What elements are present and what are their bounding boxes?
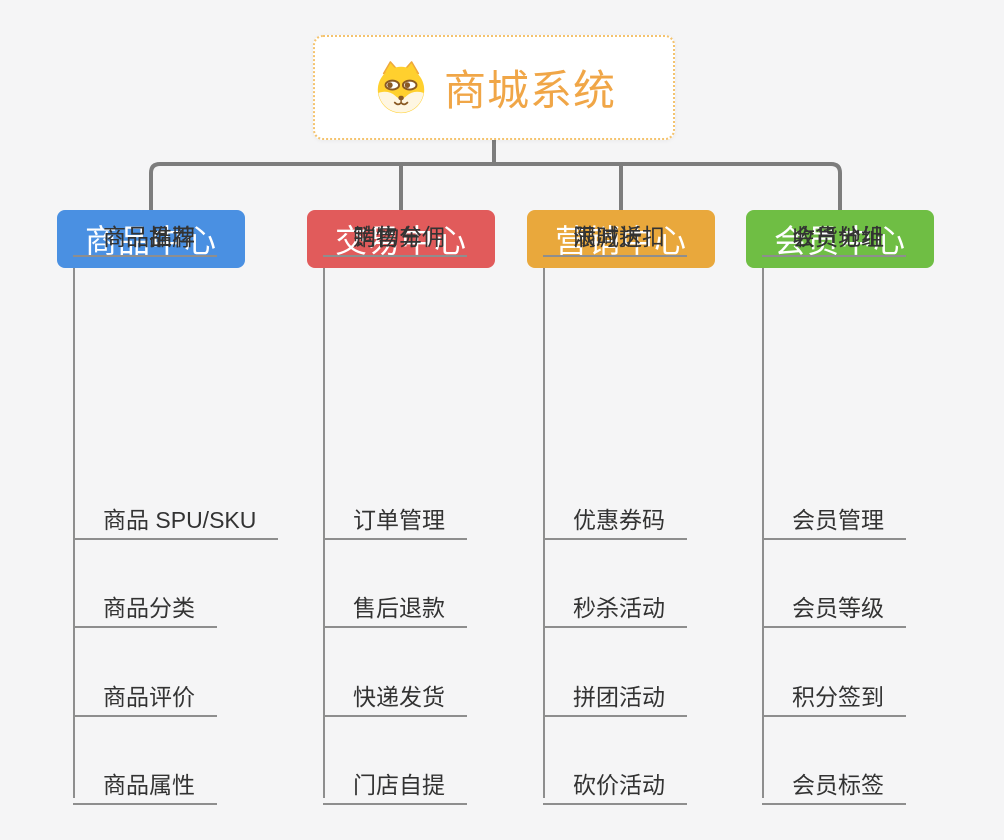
leaf-node[interactable]: 销售分佣 [323,210,467,257]
leaf-node[interactable]: 会员标签 [762,758,906,805]
branch-node-product[interactable]: 商品中心 [57,210,245,268]
dog-face-icon [377,60,425,113]
leaf-node[interactable]: 商品品牌 [73,210,217,257]
leaf-node[interactable]: 优惠券码 [543,493,687,540]
root-node[interactable]: 商城系统 [313,35,675,140]
leaf-node[interactable]: 售后退款 [323,581,467,628]
leaf-node[interactable]: 商品属性 [73,758,217,805]
branch-node-member[interactable]: 会员中心 [746,210,934,268]
branch-node-trade[interactable]: 交易中心 [307,210,495,268]
branch-column-trade: 交易中心 订单管理 售后退款 快递发货 门店自提 购物车 销售分佣 [307,210,547,810]
branch-column-product: 商品中心 商品 SPU/SKU 商品分类 商品评价 商品属性 商品推荐 商品品牌 [57,210,297,810]
leaf-node[interactable]: 快递发货 [323,670,467,717]
leaf-node[interactable]: 会员分组 [762,210,906,257]
branch-spine [323,268,325,798]
leaf-node[interactable]: 商品 SPU/SKU [73,493,279,540]
bus-line [149,162,842,210]
leaf-node[interactable]: 收货地址 [762,210,906,257]
leaf-node[interactable]: 会员管理 [762,493,906,540]
leaf-node[interactable]: 砍价活动 [543,758,687,805]
leaf-node[interactable]: 拼团活动 [543,670,687,717]
root-title: 商城系统 [443,67,616,114]
leaf-node[interactable]: 积分签到 [762,670,906,717]
branch-column-marketing: 营销中心 优惠券码 秒杀活动 拼团活动 砍价活动 限时折扣 满减送 [527,210,767,810]
leaf-node[interactable]: 会员等级 [762,581,906,628]
branch-node-marketing[interactable]: 营销中心 [527,210,715,268]
branch-spine [543,268,545,798]
leaf-node[interactable]: 订单管理 [323,493,467,540]
branch-spine [73,268,75,798]
leaf-node[interactable]: 商品分类 [73,581,217,628]
leaf-node[interactable]: 门店自提 [323,758,467,805]
leaf-node[interactable]: 满减送 [543,210,664,257]
branch-column-member: 会员中心 会员管理 会员等级 积分签到 会员标签 会员分组 收货地址 [746,210,986,810]
leaf-node[interactable]: 秒杀活动 [543,581,687,628]
branch-spine [762,268,764,798]
leaf-node[interactable]: 商品评价 [73,670,217,717]
